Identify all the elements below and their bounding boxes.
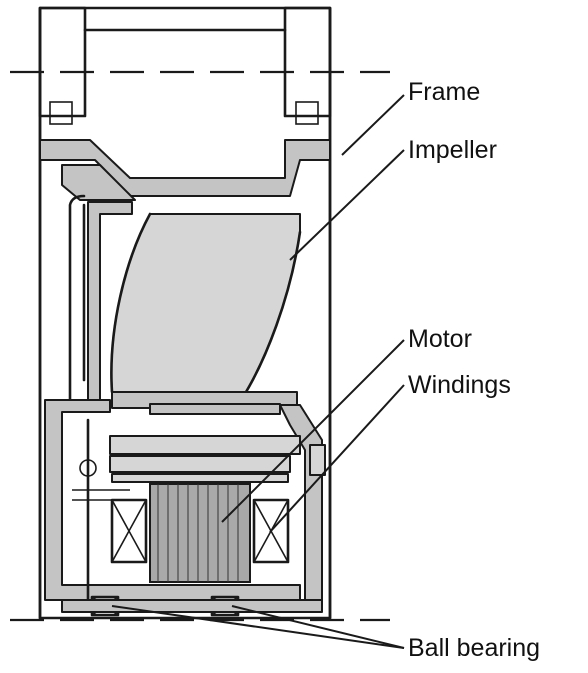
- frame-walls: [38, 6, 332, 620]
- label-windings: Windings: [408, 371, 511, 399]
- left-winding: [110, 498, 148, 564]
- base-plate: [61, 599, 323, 613]
- impeller-blade: [110, 213, 301, 393]
- left-strut: [61, 164, 136, 201]
- motor-stator-core: [149, 483, 251, 583]
- bearing-leader-left: [111, 605, 405, 649]
- rotor-top-plate: [109, 435, 301, 455]
- label-frame: Frame: [408, 78, 480, 106]
- label-ball-bearing: Ball bearing: [408, 634, 540, 662]
- windings-leader: [269, 384, 405, 533]
- label-impeller: Impeller: [408, 136, 497, 164]
- impeller-leader: [289, 149, 405, 261]
- stator-hatch: [157, 484, 239, 582]
- label-motor: Motor: [408, 325, 472, 353]
- frame-leader: [341, 94, 405, 156]
- bearing-leader-right: [231, 605, 405, 649]
- left-duct: [68, 194, 86, 402]
- frame-support-bridge: [39, 139, 331, 197]
- motor-leader: [221, 339, 405, 523]
